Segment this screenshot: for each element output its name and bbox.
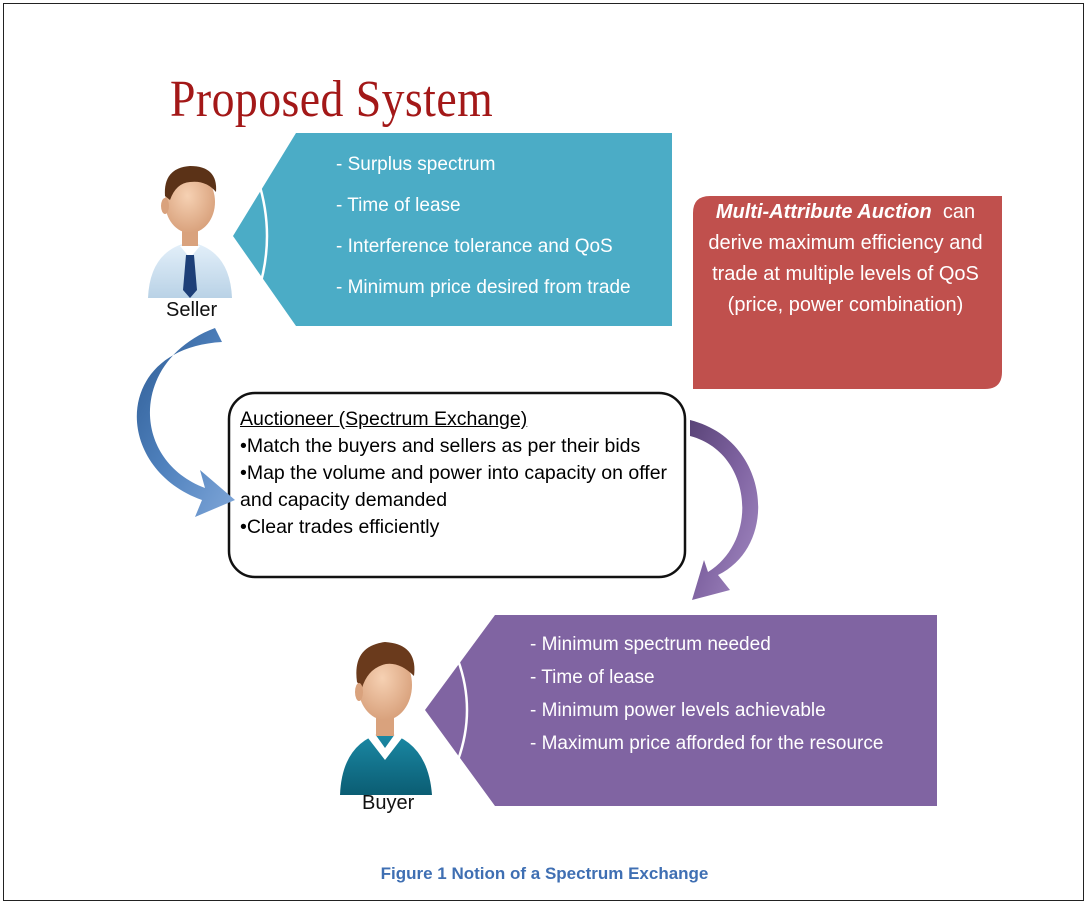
list-item: - Minimum power levels achievable	[530, 700, 826, 721]
auctioneer-heading: Auctioneer (Spectrum Exchange)	[240, 408, 528, 430]
auctioneer-to-buyer-arrow	[690, 420, 759, 600]
list-item: - Time of lease	[336, 195, 461, 216]
auction-emphasis: Multi-Attribute Auction	[715, 201, 932, 223]
list-item: - Minimum spectrum needed	[530, 634, 771, 655]
list-item: - Interference tolerance and QoS	[336, 236, 613, 257]
auctioneer-box-shape	[227, 391, 687, 579]
buyer-label: Buyer	[362, 792, 415, 814]
list-item: - Maximum price afforded for the resourc…	[530, 733, 884, 754]
figure-caption: Figure 1 Notion of a Spectrum Exchange	[380, 864, 709, 883]
buyer-person-icon	[340, 642, 432, 795]
auction-box-shape	[691, 194, 1004, 391]
seller-requirements-list: - Surplus spectrum - Time of lease - Int…	[336, 152, 631, 316]
buyer-panel	[425, 615, 937, 806]
buyer-requirements-list: - Minimum spectrum needed - Time of leas…	[530, 632, 883, 764]
list-item: - Surplus spectrum	[336, 154, 496, 175]
list-item: •Clear trades efficiently	[240, 516, 440, 538]
auction-text: can derive maximum efficiency and trade …	[708, 201, 983, 316]
page-title: Proposed System	[170, 71, 494, 128]
list-item: - Minimum price desired from trade	[336, 277, 631, 298]
seller-panel	[233, 133, 672, 326]
list-item: - Time of lease	[530, 667, 655, 688]
auction-description: Multi-Attribute Auction can derive maxim…	[693, 197, 998, 387]
seller-to-auctioneer-arrow	[136, 328, 235, 517]
seller-label: Seller	[166, 299, 218, 321]
auctioneer-box: Auctioneer (Spectrum Exchange) •Match th…	[240, 406, 680, 541]
list-item: •Map the volume and power into capacity …	[240, 462, 668, 511]
page-frame	[3, 3, 1084, 901]
list-item: •Match the buyers and sellers as per the…	[240, 435, 641, 457]
seller-person-icon	[148, 166, 232, 298]
